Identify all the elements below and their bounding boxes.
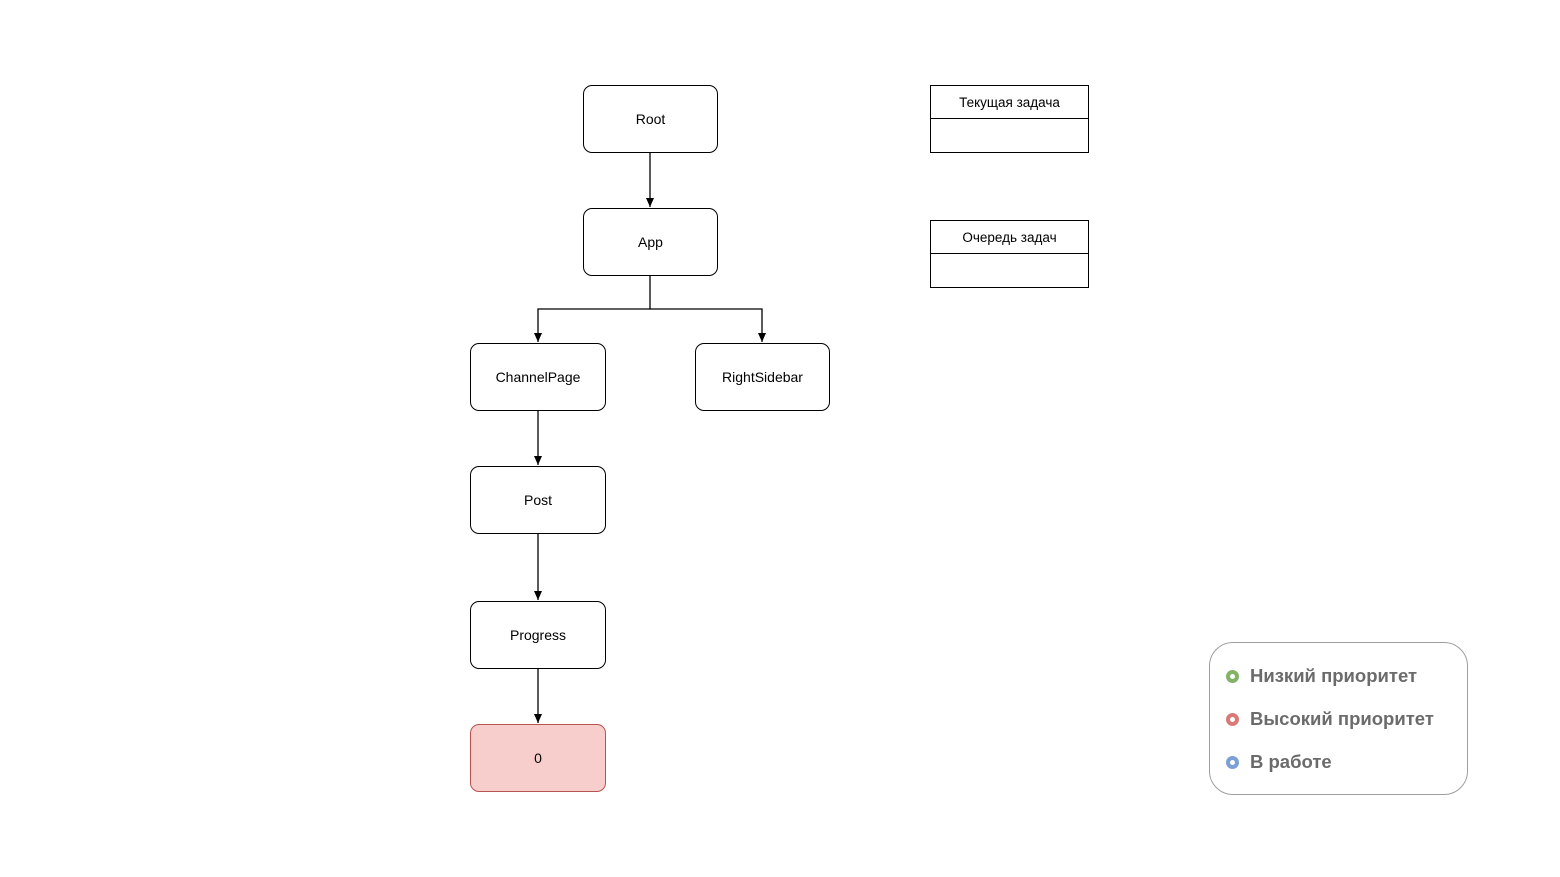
node-post-label: Post (523, 492, 552, 508)
node-root-label: Root (635, 111, 666, 127)
node-zero-label: 0 (534, 750, 542, 766)
legend-label-high-priority: Высокий приоритет (1250, 708, 1434, 729)
node-post[interactable]: Post (470, 466, 606, 534)
node-root[interactable]: Root (583, 85, 718, 153)
current-task-title: Текущая задача (931, 86, 1088, 119)
task-queue-panel: Очередь задач (930, 220, 1089, 288)
legend-item-in-progress: В работе (1226, 751, 1332, 773)
legend-label-low-priority: Низкий приоритет (1250, 665, 1418, 686)
node-progress[interactable]: Progress (470, 601, 606, 669)
node-channelpage-label: ChannelPage (495, 369, 581, 385)
node-channelpage[interactable]: ChannelPage (470, 343, 606, 411)
task-queue-title: Очередь задач (931, 221, 1088, 254)
node-zero[interactable]: 0 (470, 724, 606, 792)
legend: Низкий приоритет Высокий приоритет В раб… (1209, 642, 1468, 795)
legend-item-high-priority: Высокий приоритет (1226, 708, 1434, 730)
high-priority-dot-icon (1226, 712, 1239, 726)
legend-item-low-priority: Низкий приоритет (1226, 665, 1417, 687)
low-priority-dot-icon (1226, 669, 1239, 683)
edge-app-rightsidebar (650, 308, 766, 342)
edge-app-channelpage (534, 275, 651, 342)
current-task-panel: Текущая задача (930, 85, 1089, 153)
node-rightsidebar[interactable]: RightSidebar (695, 343, 830, 411)
node-progress-label: Progress (509, 627, 567, 643)
in-progress-dot-icon (1226, 755, 1239, 769)
node-rightsidebar-label: RightSidebar (722, 369, 803, 385)
node-app[interactable]: App (583, 208, 718, 276)
legend-label-in-progress: В работе (1250, 751, 1332, 772)
node-app-label: App (638, 234, 663, 250)
